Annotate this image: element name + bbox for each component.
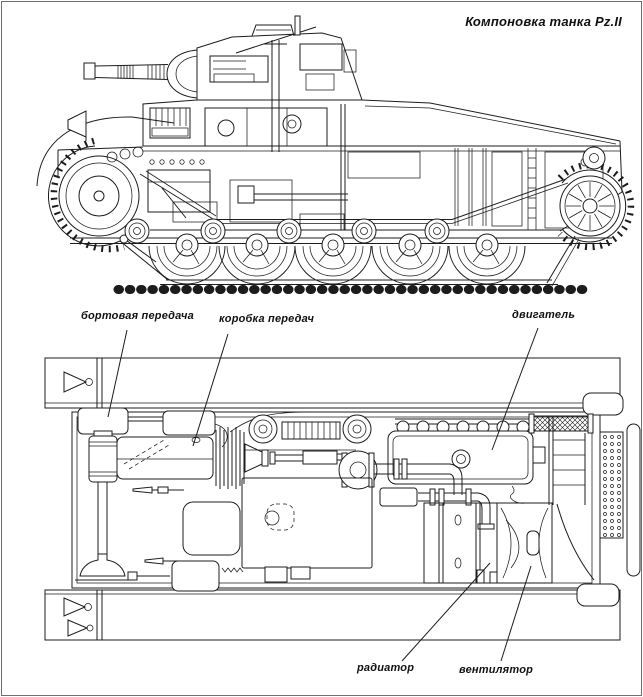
road-wheel xyxy=(295,234,371,284)
air-louvre xyxy=(600,432,623,538)
engine xyxy=(380,419,545,506)
fan-shroud xyxy=(557,504,594,580)
return-rollers xyxy=(125,219,449,243)
drive-sprocket xyxy=(48,141,168,280)
cupola xyxy=(252,25,294,36)
superstructure xyxy=(143,100,345,230)
clutch-ribs xyxy=(216,427,244,489)
antenna xyxy=(236,27,316,53)
final-drive-housing xyxy=(89,436,117,482)
road-wheel xyxy=(219,234,295,284)
fan-blade xyxy=(501,508,511,578)
track-band-top xyxy=(45,358,620,408)
gearbox xyxy=(117,424,275,489)
hull-outline-plan xyxy=(72,393,640,606)
tow-hook xyxy=(68,620,87,636)
label-gearbox: коробка передач xyxy=(219,313,315,325)
driver-seat xyxy=(183,502,240,555)
diagram-title: Компоновка танка Pz.II xyxy=(465,14,622,29)
rear-rail xyxy=(627,424,640,576)
engine-block xyxy=(388,431,533,484)
control-levers xyxy=(133,487,184,564)
fan-blade xyxy=(539,508,548,578)
coil xyxy=(222,568,243,572)
bottom-left-equipment xyxy=(128,561,243,591)
driveshaft-assembly xyxy=(275,451,377,489)
track-band-bottom xyxy=(45,590,620,640)
front-fender xyxy=(37,111,174,186)
leader-engine xyxy=(492,328,538,450)
leader-fan xyxy=(501,566,531,661)
rear-bracket-bottom xyxy=(577,584,619,606)
barrel-rings xyxy=(118,65,164,80)
tow-hook xyxy=(64,372,86,392)
universal-joint xyxy=(339,451,377,489)
final-drive xyxy=(75,408,168,580)
shaft-bell xyxy=(80,554,125,576)
road-wheel xyxy=(149,234,225,284)
floor-plate xyxy=(242,478,372,582)
oil-pan xyxy=(380,488,417,506)
rear-bracket-top xyxy=(583,393,623,415)
leader-gearbox xyxy=(193,334,228,446)
vision-grille xyxy=(150,108,190,138)
road-wheels xyxy=(149,234,525,284)
idler-spokes xyxy=(566,182,614,230)
clutch-cone xyxy=(245,444,262,472)
label-fan: вентилятор xyxy=(459,664,534,676)
hatch-marking xyxy=(267,504,294,530)
label-final-drive: бортовая передача xyxy=(81,310,194,322)
bolt-row xyxy=(150,160,204,164)
running-gear xyxy=(70,219,612,284)
leader-final-drive xyxy=(108,330,127,417)
ribbed-coupling xyxy=(282,422,340,439)
gun-barrel xyxy=(84,63,168,80)
hose xyxy=(215,424,227,447)
headlight-flap xyxy=(68,111,86,137)
hull-interior xyxy=(107,147,603,230)
plan-view xyxy=(45,328,640,661)
rear-top-roller xyxy=(583,147,605,169)
flex-hose xyxy=(510,486,525,503)
drive-shaft xyxy=(98,482,107,554)
leader-radiator xyxy=(402,563,490,661)
engine-bay-slats xyxy=(455,148,486,226)
road-wheel xyxy=(449,234,525,284)
fan-blade xyxy=(506,520,519,568)
road-wheel xyxy=(372,234,448,284)
muffler xyxy=(529,414,593,433)
tow-hook xyxy=(64,598,85,616)
ladder xyxy=(528,148,536,230)
rear-shelves xyxy=(549,417,585,505)
idler-wheel xyxy=(560,147,631,247)
radiator xyxy=(424,503,497,583)
transmission-block xyxy=(148,170,210,212)
side-cutaway-view xyxy=(37,16,631,290)
engine-piping xyxy=(374,459,525,529)
gun-mantlet xyxy=(167,50,197,98)
turret-equipment xyxy=(300,44,342,70)
pedal xyxy=(291,567,310,579)
rear-deck xyxy=(362,100,620,141)
fan-hub xyxy=(527,531,539,555)
label-engine: двигатель xyxy=(512,309,576,321)
label-radiator: радиатор xyxy=(357,662,415,674)
driveshaft-coupling xyxy=(238,186,254,203)
fan xyxy=(497,503,594,583)
cooling-rollers xyxy=(249,415,371,443)
leader-lines xyxy=(108,328,538,661)
fighting-compartment xyxy=(205,108,327,146)
pedal xyxy=(265,567,287,582)
turret xyxy=(197,16,362,152)
